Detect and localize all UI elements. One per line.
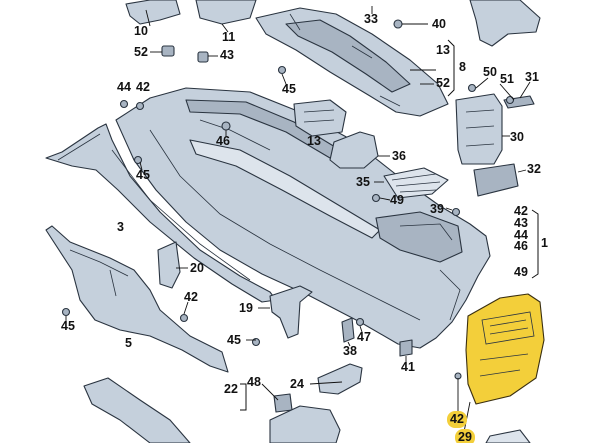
- callout-45-bottom: 45: [227, 333, 241, 347]
- callout-38: 38: [343, 344, 357, 358]
- part-top-right-frame: [469, 0, 541, 47]
- part-32-box: [473, 163, 519, 197]
- part-bottom-shifter: [269, 405, 341, 443]
- callout-51: 51: [500, 72, 514, 86]
- part-24-bracket: [317, 363, 363, 395]
- callout-13-mid: 13: [307, 134, 321, 148]
- part-10-bracket: [125, 0, 181, 25]
- callout-1: 1: [541, 236, 548, 250]
- callout-42-lower: 42: [184, 290, 198, 304]
- part-41-clip: [399, 339, 413, 357]
- callout-52-right: 52: [436, 76, 450, 90]
- part-38-cap: [341, 317, 355, 343]
- part-bottom-duct: [83, 377, 191, 443]
- part-bottom-right-piece: [485, 429, 531, 443]
- callout-22: 22: [224, 382, 238, 396]
- callout-48: 48: [247, 375, 261, 389]
- callout-44-right: 44: [514, 228, 528, 242]
- part-11-lid: [195, 0, 257, 25]
- callout-11: 11: [222, 30, 236, 44]
- callout-42: 42: [136, 80, 150, 94]
- callout-41: 41: [401, 360, 415, 374]
- part-3-side-trim: [45, 123, 277, 303]
- callout-43-right: 43: [514, 216, 528, 230]
- leader-lines: [65, 6, 531, 433]
- callout-43: 43: [220, 48, 234, 62]
- part-43-clip: [197, 51, 209, 63]
- callout-8: 8: [459, 60, 466, 74]
- callout-13-top: 13: [436, 43, 450, 57]
- callout-50: 50: [483, 65, 497, 79]
- callout-10: 10: [134, 24, 148, 38]
- callout-52: 52: [134, 45, 148, 59]
- callout-3: 3: [117, 220, 124, 234]
- callout-45-left: 45: [136, 168, 150, 182]
- callout-40: 40: [432, 17, 446, 31]
- callout-5: 5: [125, 336, 132, 350]
- callout-35: 35: [356, 175, 370, 189]
- callout-31: 31: [525, 70, 539, 84]
- callout-33: 33: [364, 12, 378, 26]
- callout-46: 46: [216, 134, 230, 148]
- callout-49-mid: 49: [390, 193, 404, 207]
- callout-36: 36: [392, 149, 406, 163]
- callout-30: 30: [510, 130, 524, 144]
- part-5-lower-side-panel: [45, 225, 229, 373]
- callout-19: 19: [239, 301, 253, 315]
- part-36-bracket: [329, 131, 379, 169]
- callout-20: 20: [190, 261, 204, 275]
- callout-brackets: [240, 39, 539, 411]
- callout-47: 47: [357, 330, 371, 344]
- callout-45-top: 45: [282, 82, 296, 96]
- callout-49-right: 49: [514, 265, 528, 279]
- callout-42-right: 42: [514, 204, 528, 218]
- part-13-insert: [293, 99, 347, 137]
- callout-45-lower: 45: [61, 319, 75, 333]
- callout-29-highlighted: 29: [455, 429, 475, 443]
- part-29-rear-vent-panel: [465, 293, 545, 405]
- part-52-clip: [161, 45, 175, 57]
- part-20-bracket: [157, 241, 181, 289]
- callout-42-highlighted: 42: [447, 411, 467, 428]
- callout-46-right: 46: [514, 239, 528, 253]
- callout-24: 24: [290, 377, 304, 391]
- part-19-hinge: [269, 285, 313, 339]
- callout-44: 44: [117, 80, 131, 94]
- callout-32: 32: [527, 162, 541, 176]
- part-48-clip: [273, 393, 293, 413]
- part-30-module: [455, 93, 503, 165]
- callout-39: 39: [430, 202, 444, 216]
